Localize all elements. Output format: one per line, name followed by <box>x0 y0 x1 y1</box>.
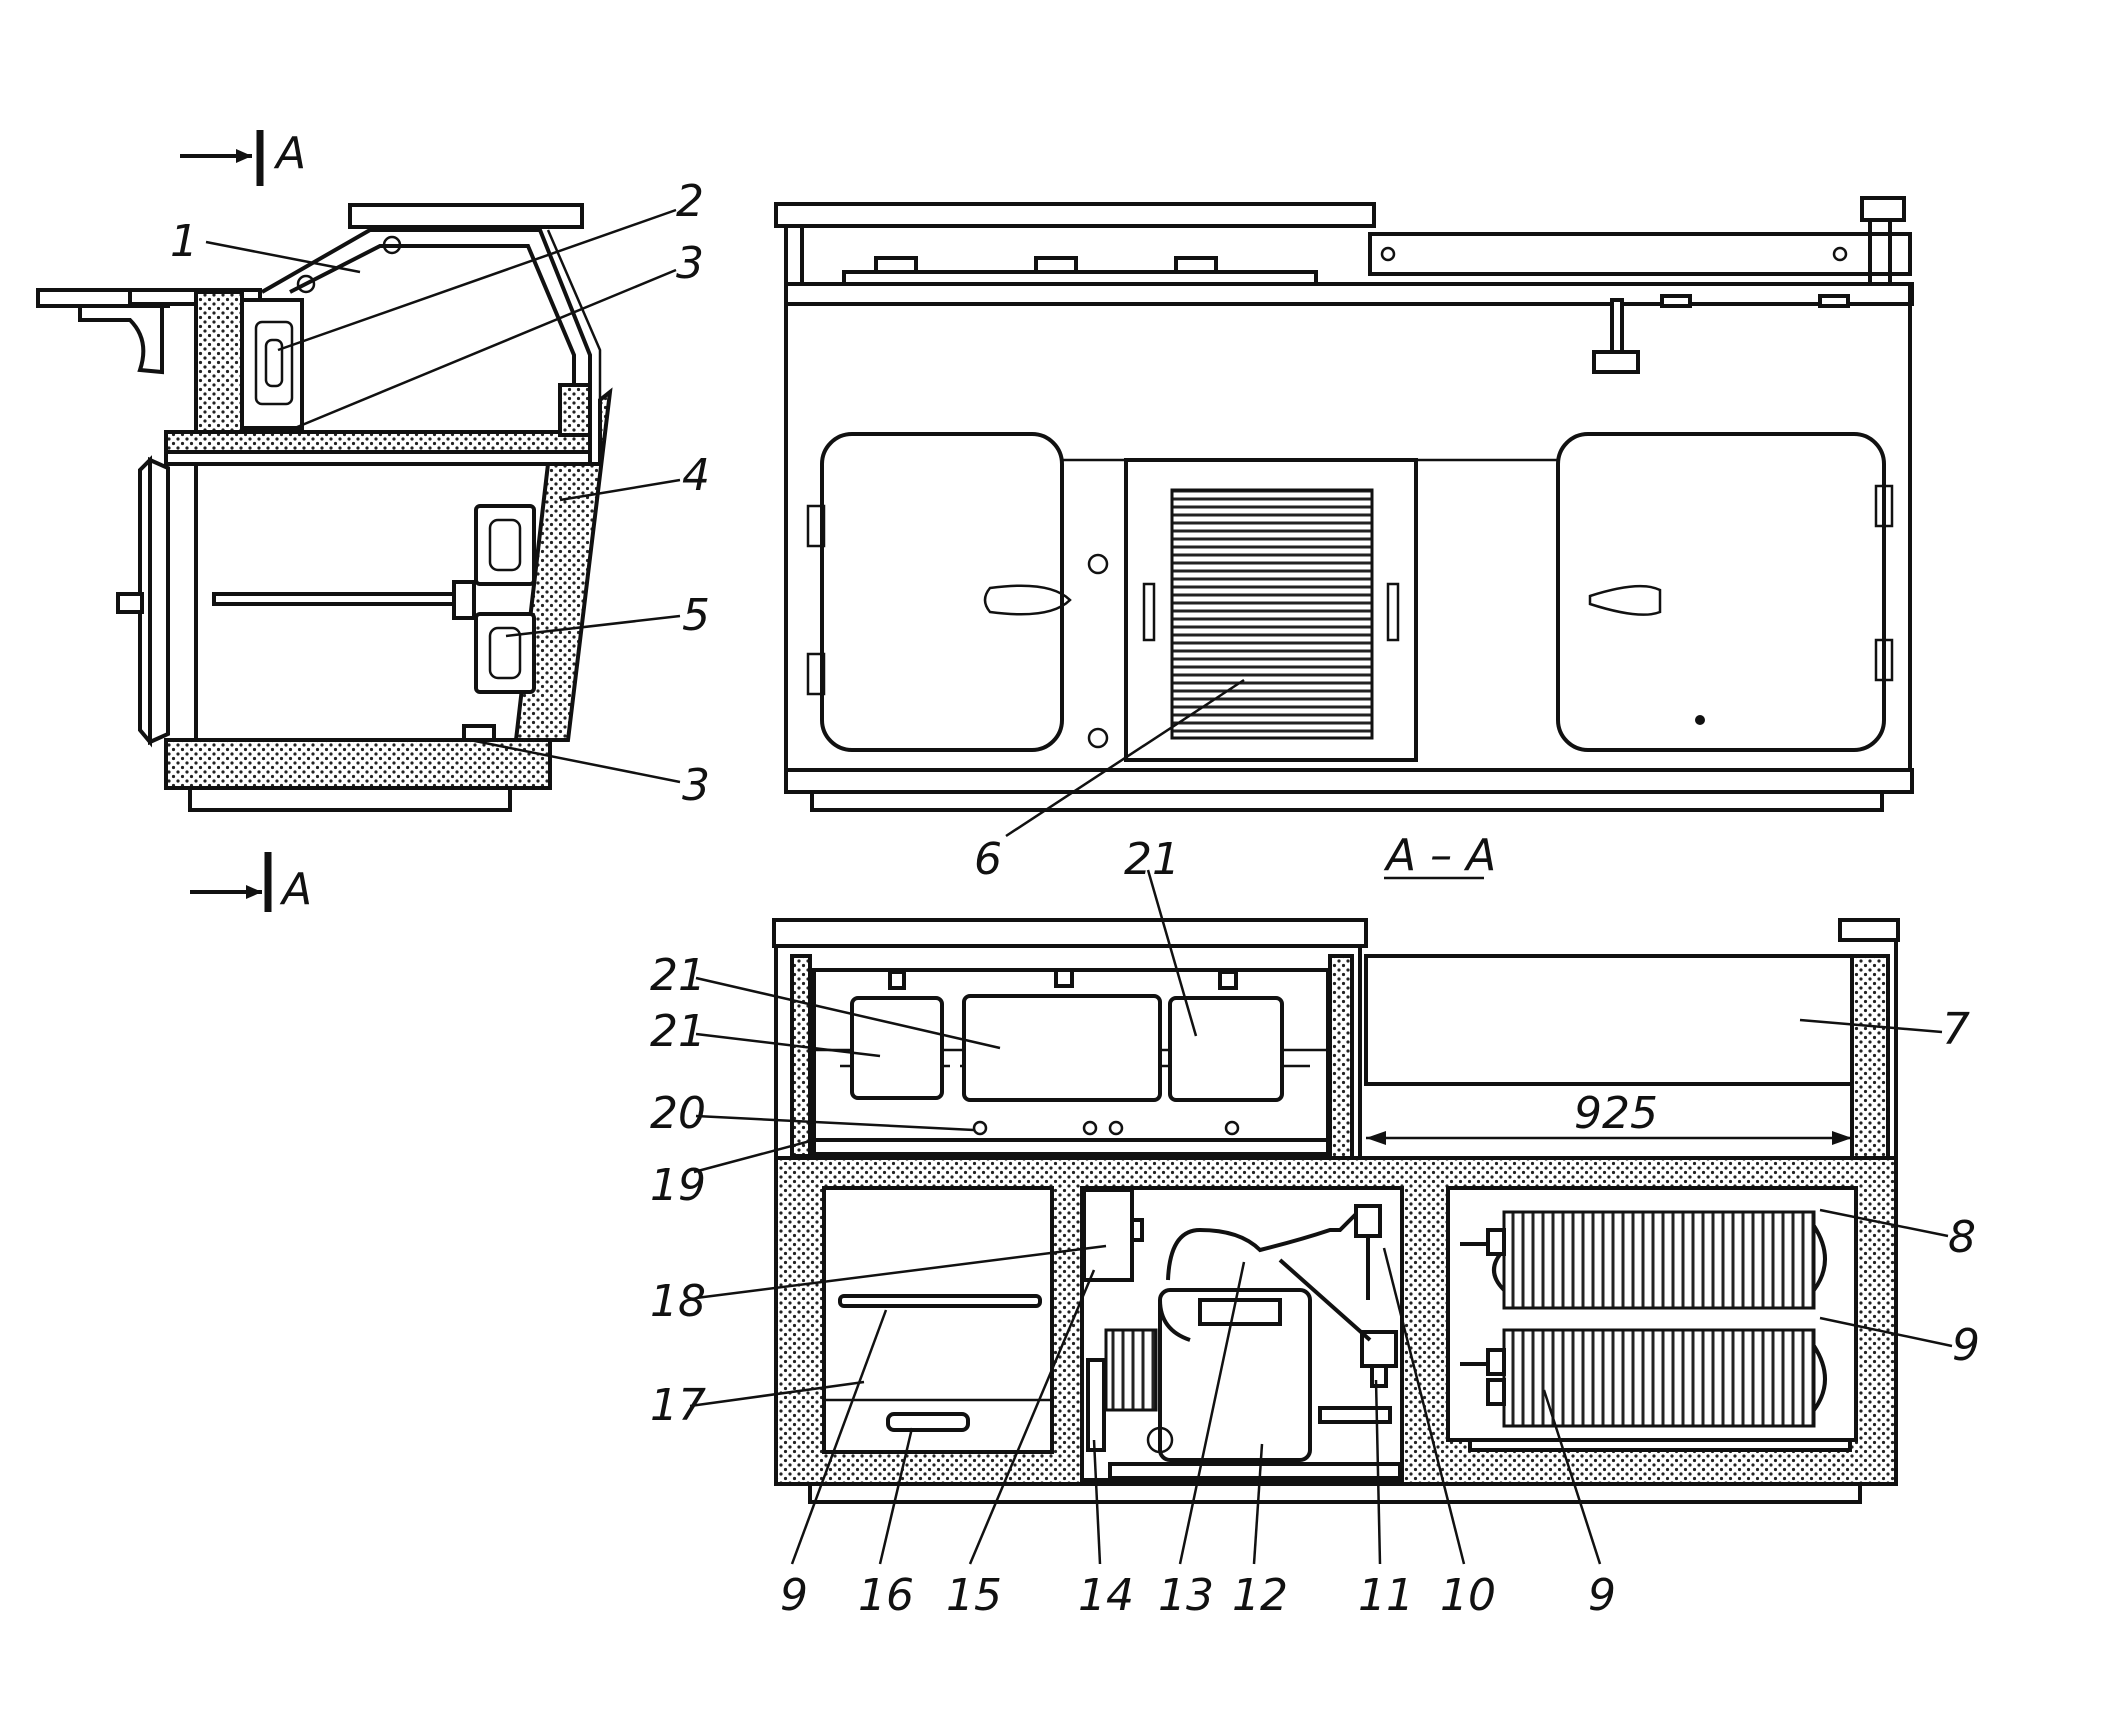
section-title: A – A <box>1383 830 1496 881</box>
front-left-handle <box>983 584 1072 616</box>
front-vent-grille <box>1170 488 1374 740</box>
section-letter-bottom: A <box>279 864 312 915</box>
label-5: 5 <box>682 590 710 641</box>
label-12: 12 <box>1232 1570 1288 1621</box>
label-8: 8 <box>1948 1212 1976 1263</box>
pot-right <box>1168 996 1284 1102</box>
label-16: 16 <box>858 1570 914 1621</box>
label-4: 4 <box>682 450 710 501</box>
leader-lines <box>205 208 1953 1565</box>
dimension-925: 925 <box>1366 1088 1852 1145</box>
sink-basin <box>1364 954 1854 1086</box>
label-21-lower-left: 21 <box>650 1006 706 1057</box>
base-plinth <box>808 1482 1862 1504</box>
side-shelf-rack <box>212 592 456 606</box>
side-lid <box>348 203 584 229</box>
side-evaporator-5 <box>474 504 536 586</box>
label-21-top: 21 <box>1124 834 1180 885</box>
section-letter-top: A <box>273 128 306 179</box>
side-evaporator-2 <box>254 320 294 406</box>
relay-15 <box>1082 1188 1134 1282</box>
label-11: 11 <box>1358 1570 1414 1621</box>
side-mid-shelf <box>164 430 592 454</box>
label-9-right: 9 <box>1952 1320 1980 1371</box>
label-3-upper: 3 <box>676 238 704 289</box>
label-3-lower: 3 <box>682 760 710 811</box>
section-marker-top: A <box>180 128 306 186</box>
left-cold-compartment <box>822 1186 1054 1454</box>
pot-middle <box>962 994 1162 1102</box>
label-6: 6 <box>974 834 1002 885</box>
section-marker-bottom: A <box>190 852 312 915</box>
side-section-view: A A <box>36 128 613 915</box>
label-15: 15 <box>946 1570 1002 1621</box>
side-floor-insulation <box>164 738 552 790</box>
label-21-upper-left: 21 <box>650 950 706 1001</box>
front-left-door <box>820 432 1064 752</box>
callout-labels: 1 2 3 4 5 3 6 21 21 21 20 19 18 17 7 8 9… <box>170 176 1980 1621</box>
condenser-fins <box>1104 1328 1158 1412</box>
evaporator-8 <box>1502 1210 1816 1310</box>
side-upper-insulation <box>194 290 244 434</box>
label-1: 1 <box>170 216 198 267</box>
front-top-plate <box>774 202 1376 228</box>
label-9-bottom: 9 <box>1588 1570 1616 1621</box>
label-13: 13 <box>1158 1570 1214 1621</box>
label-10: 10 <box>1440 1570 1496 1621</box>
label-20: 20 <box>650 1088 706 1139</box>
pot-left <box>850 996 944 1100</box>
dimension-value: 925 <box>1574 1088 1658 1139</box>
front-right-door <box>1556 432 1886 752</box>
compressor <box>1158 1288 1312 1462</box>
valve-10 <box>1354 1204 1382 1238</box>
label-14: 14 <box>1078 1570 1134 1621</box>
label-2: 2 <box>676 176 704 227</box>
section-a-a-view: A – A 925 <box>772 830 1900 1504</box>
front-right-handle <box>1588 584 1662 616</box>
label-19: 19 <box>650 1160 706 1211</box>
label-9-left: 9 <box>780 1570 808 1621</box>
label-17: 17 <box>650 1380 706 1431</box>
label-18: 18 <box>650 1276 706 1327</box>
label-7: 7 <box>1942 1004 1970 1055</box>
front-view <box>774 196 1914 812</box>
